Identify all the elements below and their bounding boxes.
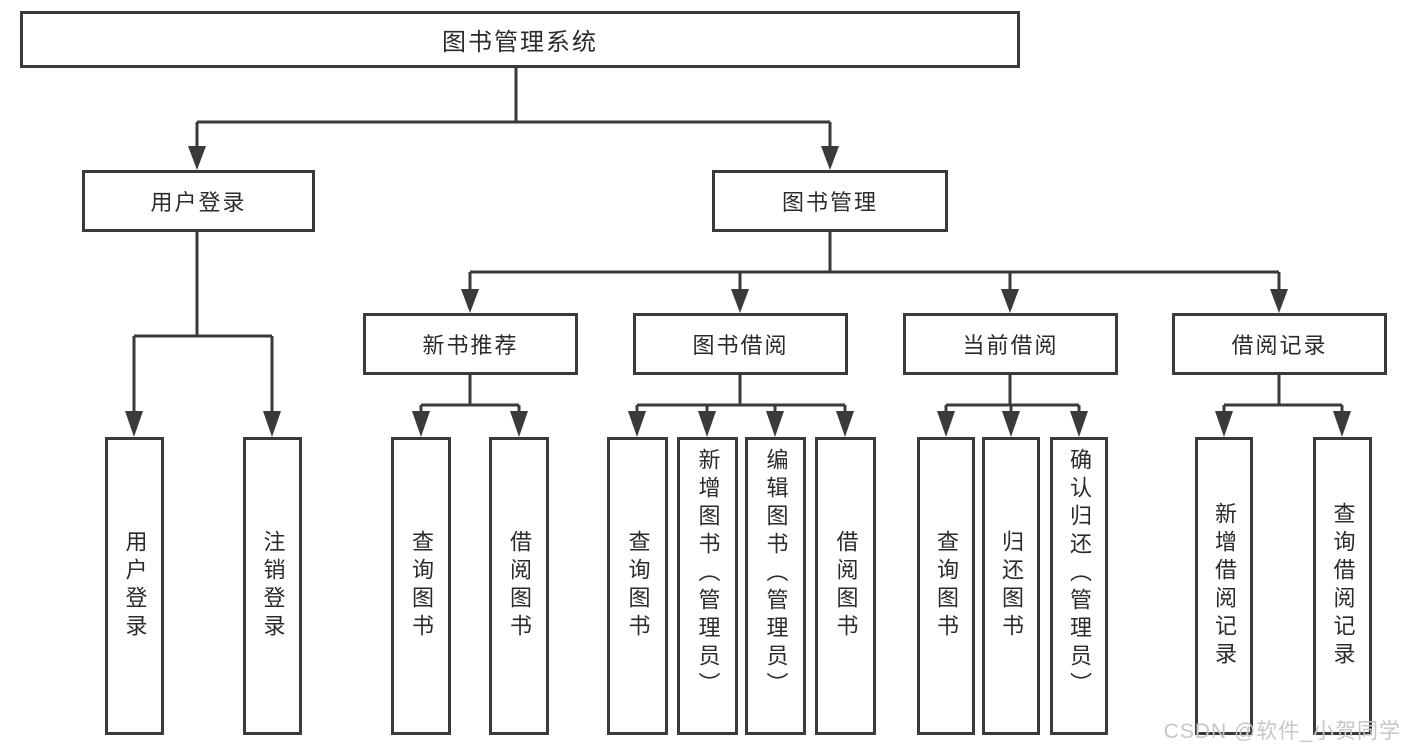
node-book-borrow: 图书借阅 bbox=[633, 313, 848, 375]
csdn-watermark: CSDN @软件_小贺同学 bbox=[1163, 720, 1401, 743]
leaf-edit-book-admin: 编辑图书（管理员） bbox=[745, 437, 806, 735]
node-user-login: 用户登录 bbox=[82, 170, 315, 232]
leaf-return-book: 归还图书 bbox=[982, 437, 1040, 735]
node-borrow-record: 借阅记录 bbox=[1172, 313, 1387, 375]
leaf-borrow-book: 借阅图书 bbox=[815, 437, 876, 735]
node-current-borrow: 当前借阅 bbox=[903, 313, 1118, 375]
leaf-confirm-return-admin: 确认归还（管理员） bbox=[1050, 437, 1108, 735]
edge-user-login-to-children bbox=[125, 232, 281, 437]
node-book-management: 图书管理 bbox=[712, 170, 948, 232]
edge-current-borrow-to-children bbox=[937, 375, 1088, 437]
leaf-add-borrow-record: 新增借阅记录 bbox=[1195, 437, 1253, 735]
node-new-book-recommend: 新书推荐 bbox=[363, 313, 578, 375]
leaf-borrow-query-book: 查询图书 bbox=[607, 437, 668, 735]
node-root-system: 图书管理系统 bbox=[20, 11, 1020, 68]
leaf-newbook-borrow-book: 借阅图书 bbox=[489, 437, 549, 735]
leaf-query-borrow-record: 查询借阅记录 bbox=[1313, 437, 1372, 735]
edge-book-borrow-to-children bbox=[628, 375, 854, 437]
leaf-logout: 注销登录 bbox=[243, 437, 302, 735]
edge-book-management-to-level3 bbox=[461, 232, 1288, 313]
leaf-add-book-admin: 新增图书（管理员） bbox=[677, 437, 738, 735]
leaf-user-login: 用户登录 bbox=[105, 437, 164, 735]
leaf-current-query-book: 查询图书 bbox=[917, 437, 975, 735]
edge-borrow-record-to-children bbox=[1215, 375, 1351, 437]
edge-new-book-to-children bbox=[412, 375, 528, 437]
edge-root-to-level2 bbox=[188, 68, 839, 170]
leaf-newbook-query-book: 查询图书 bbox=[391, 437, 451, 735]
